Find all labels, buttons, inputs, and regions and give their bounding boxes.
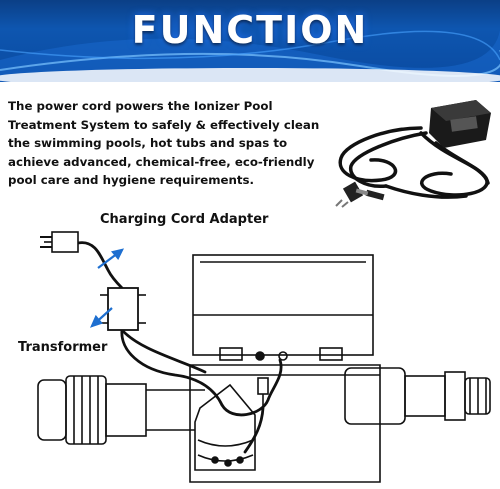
banner-title: FUNCTION (131, 8, 369, 52)
adapter-plug (335, 181, 364, 208)
transformer-arrow-icon (89, 307, 113, 328)
description-text: The power cord powers the Ionizer Pool T… (8, 99, 320, 187)
control-box (192, 254, 374, 356)
plug-icon (40, 231, 79, 253)
adapter-barrel-connector (355, 188, 385, 201)
adapter-transformer-block (429, 100, 491, 148)
header-banner: FUNCTION (0, 0, 500, 82)
power-adapter-photo (335, 100, 491, 208)
banner-light-streaks (0, 30, 500, 82)
left-pipe-fitting (37, 375, 205, 445)
adapter-arrow-icon (97, 248, 125, 269)
transformer-label: Transformer (18, 340, 108, 355)
transformer-box (100, 287, 146, 331)
ionizer-wiring-diagram (37, 231, 491, 483)
right-pipe-fitting (344, 367, 491, 425)
power-cord (76, 241, 283, 454)
charging-cord-adapter-label: Charging Cord Adapter (100, 212, 269, 227)
